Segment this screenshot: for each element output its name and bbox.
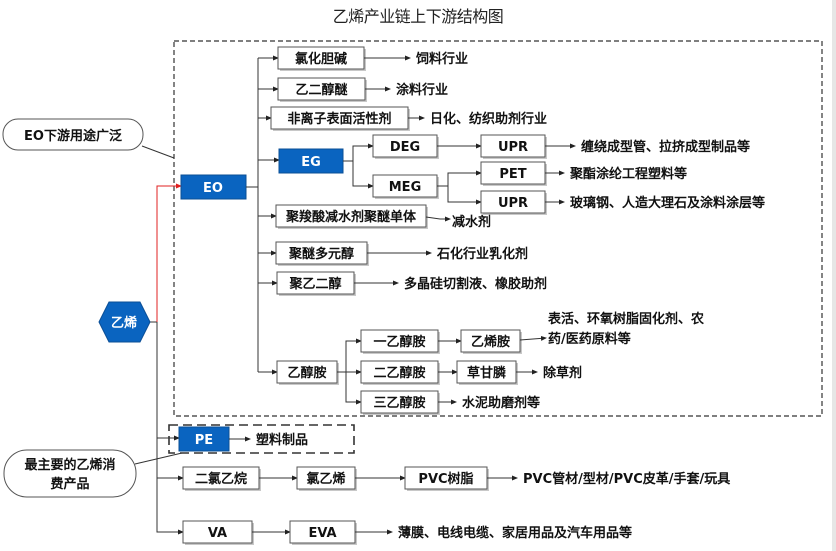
connector-line bbox=[156, 478, 184, 535]
node-va-label: VA bbox=[208, 526, 227, 541]
connector-line bbox=[447, 170, 482, 186]
node-polyether-polyol-label: 聚醚多元醇 bbox=[288, 246, 354, 262]
use-surfactant-epoxy-line1: 表活、环氧树脂固化剂、农 bbox=[547, 311, 704, 327]
node-vinyl-chloride-label: 氯乙烯 bbox=[306, 471, 345, 487]
node-monoethanolamine-label: 一乙醇胺 bbox=[373, 334, 425, 350]
node-pce-monomer[interactable]: 聚羧酸减水剂聚醚单体 bbox=[275, 204, 428, 229]
node-pet-label: PET bbox=[499, 167, 526, 182]
diagram-title: 乙烯产业链上下游结构图 bbox=[332, 7, 504, 26]
connector-line bbox=[425, 216, 451, 222]
node-diethanolamine[interactable]: 二乙醇胺 bbox=[360, 360, 440, 385]
node-pvc-resin[interactable]: PVC树脂 bbox=[404, 466, 489, 491]
pe-region-dashed-frame bbox=[168, 424, 355, 454]
use-daily-chem-textile: 日化、纺织助剂行业 bbox=[430, 111, 547, 127]
node-eg[interactable]: EG bbox=[278, 148, 344, 174]
root-node-label: 乙烯 bbox=[111, 315, 137, 331]
use-feed-industry: 饲料行业 bbox=[415, 51, 468, 67]
node-vinyl-chloride[interactable]: 氯乙烯 bbox=[296, 466, 357, 491]
node-upr-meg[interactable]: UPR bbox=[480, 190, 547, 215]
use-polyester-plastics: 聚酯涂纶工程塑料等 bbox=[569, 166, 687, 182]
node-pce-monomer-label: 聚羧酸减水剂聚醚单体 bbox=[285, 209, 417, 225]
connector-arrow bbox=[519, 335, 547, 341]
use-cement-grinding-aid: 水泥助磨剂等 bbox=[462, 395, 540, 411]
node-triethanolamine[interactable]: 三乙醇胺 bbox=[360, 390, 440, 415]
node-choline-chloride[interactable]: 氯化胆碱 bbox=[277, 46, 366, 71]
node-pe-label: PE bbox=[195, 433, 213, 448]
node-upr-deg-label: UPR bbox=[498, 140, 528, 155]
node-upr-meg-label: UPR bbox=[498, 196, 528, 211]
node-deg[interactable]: DEG bbox=[372, 134, 439, 159]
use-silicon-cutting-rubber: 多晶硅切割液、橡胶助剂 bbox=[404, 276, 547, 292]
root-node-ethylene[interactable]: 乙烯 bbox=[98, 301, 151, 343]
node-upr-deg[interactable]: UPR bbox=[480, 134, 547, 159]
node-eva-label: EVA bbox=[308, 526, 336, 541]
node-va[interactable]: VA bbox=[182, 520, 254, 545]
node-glyphosate-label: 草甘膦 bbox=[467, 365, 506, 381]
node-ethyleneamine[interactable]: 乙烯胺 bbox=[460, 329, 522, 354]
connector-line bbox=[352, 161, 374, 189]
use-coatings-industry: 涂料行业 bbox=[396, 82, 448, 98]
node-peg[interactable]: 聚乙二醇 bbox=[276, 271, 356, 296]
use-eva-products: 薄膜、电线电缆、家居用品及汽车用品等 bbox=[398, 525, 632, 541]
connector-line bbox=[345, 372, 362, 405]
connector-line bbox=[352, 143, 374, 161]
right-edge-bar bbox=[832, 0, 836, 551]
eo-region-dashed-frame bbox=[173, 40, 823, 417]
use-pvc-products: PVC管材/型材/PVC皮革/手套/玩具 bbox=[523, 471, 730, 487]
callout-eo: EO下游用途广泛 bbox=[2, 118, 175, 159]
node-triethanolamine-label: 三乙醇胺 bbox=[373, 395, 425, 411]
node-glycol-ether-label: 乙二醇醚 bbox=[295, 82, 348, 98]
node-ethyleneamine-label: 乙烯胺 bbox=[471, 334, 510, 350]
use-herbicide: 除草剂 bbox=[543, 365, 582, 381]
node-meg[interactable]: MEG bbox=[372, 174, 439, 199]
node-meg-label: MEG bbox=[389, 180, 422, 195]
node-ethanolamine[interactable]: 乙醇胺 bbox=[276, 360, 339, 385]
node-peg-label: 聚乙二醇 bbox=[288, 276, 341, 292]
node-eo-label: EO bbox=[203, 181, 223, 196]
node-dichloroethane-label: 二氯乙烷 bbox=[195, 471, 247, 487]
use-frp-marble-coatings: 玻璃钢、人造大理石及涂料涂层等 bbox=[570, 195, 765, 211]
pe-use-text: 塑料制品 bbox=[256, 432, 308, 448]
connector-line bbox=[345, 338, 362, 372]
node-deg-label: DEG bbox=[390, 140, 420, 155]
node-nonionic-surfactant[interactable]: 非离子表面活性剂 bbox=[270, 106, 410, 131]
node-eva[interactable]: EVA bbox=[289, 520, 357, 545]
node-ethanolamine-label: 乙醇胺 bbox=[287, 365, 326, 381]
use-petrochem-emulsifier: 石化行业乳化剂 bbox=[436, 246, 528, 262]
root-to-eo-connector bbox=[156, 183, 182, 322]
node-pet[interactable]: PET bbox=[480, 161, 547, 186]
node-glyphosate[interactable]: 草甘膦 bbox=[456, 360, 518, 385]
node-eo[interactable]: EO bbox=[180, 174, 247, 200]
use-water-reducer: 减水剂 bbox=[452, 214, 491, 230]
connector-line bbox=[447, 186, 482, 205]
node-diethanolamine-label: 二乙醇胺 bbox=[373, 365, 425, 381]
callout-pe-text-line2: 费产品 bbox=[50, 476, 89, 492]
node-pe[interactable]: PE bbox=[178, 426, 230, 452]
node-nonionic-surfactant-label: 非离子表面活性剂 bbox=[287, 111, 391, 127]
callout-pe: 最主要的乙烯消 费产品 bbox=[3, 449, 183, 498]
use-winding-pultrusion: 缠绕成型管、拉挤成型制品等 bbox=[581, 139, 750, 155]
callout-pe-text-line1: 最主要的乙烯消 bbox=[24, 457, 115, 473]
node-dichloroethane[interactable]: 二氯乙烷 bbox=[182, 466, 261, 491]
use-surfactant-epoxy-line2: 药/医药原料等 bbox=[548, 331, 631, 347]
node-choline-chloride-label: 氯化胆碱 bbox=[295, 51, 347, 67]
callout-eo-text: EO下游用途广泛 bbox=[24, 128, 122, 144]
node-eg-label: EG bbox=[301, 155, 321, 170]
node-monoethanolamine[interactable]: 一乙醇胺 bbox=[360, 329, 440, 354]
node-pvc-resin-label: PVC树脂 bbox=[418, 471, 473, 487]
node-glycol-ether[interactable]: 乙二醇醚 bbox=[277, 77, 367, 102]
node-polyether-polyol[interactable]: 聚醚多元醇 bbox=[275, 241, 369, 266]
